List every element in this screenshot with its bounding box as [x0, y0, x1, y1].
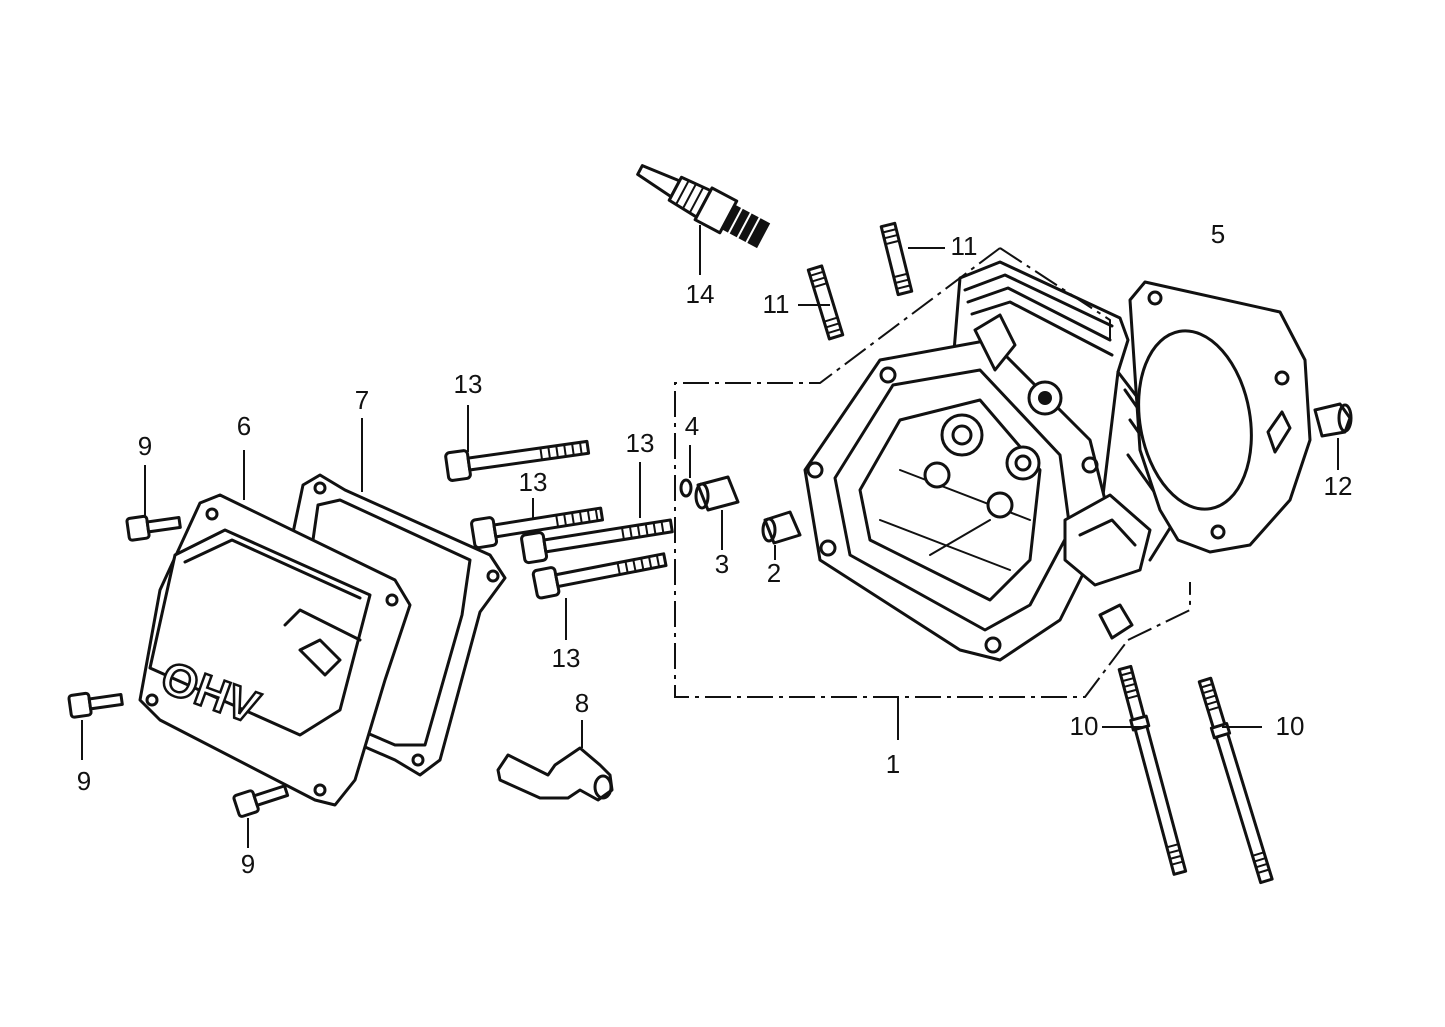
stud-bolt-11-upper [879, 221, 914, 297]
callout-13-a: 13 [454, 369, 483, 399]
flange-bolt-9-b [67, 691, 124, 719]
callout-9-b: 9 [77, 766, 91, 796]
bolt-13-a [444, 439, 591, 482]
callout-13-d: 13 [552, 643, 581, 673]
bolt-13-c [520, 518, 674, 565]
head-gasket [1128, 280, 1312, 554]
dowel-pin-3 [694, 475, 740, 512]
breather-tube [496, 746, 614, 802]
callout-10-right: 10 [1276, 711, 1305, 741]
clip-4 [679, 478, 693, 498]
stud-bolt-11-lower [806, 264, 845, 341]
callout-labels: 1 2 3 4 5 6 7 8 9 9 9 10 10 11 11 12 13 … [77, 219, 1353, 879]
dowel-pin-12 [1313, 402, 1353, 438]
assembly-bracket [674, 247, 1191, 698]
callout-3: 3 [715, 549, 729, 579]
callout-11-lower: 11 [763, 289, 790, 319]
dowel-pin-2 [761, 510, 802, 545]
bolt-13-b [470, 506, 605, 550]
spark-plug [636, 164, 771, 249]
long-stud-10-left [1117, 664, 1188, 876]
callout-6: 6 [237, 411, 251, 441]
callout-14: 14 [686, 279, 715, 309]
flange-bolt-9-c [232, 784, 290, 818]
cylinder-head-assembly [803, 260, 1177, 662]
bolt-13-d [531, 552, 668, 600]
callout-11-upper: 11 [951, 231, 978, 261]
callout-4: 4 [685, 411, 699, 441]
callout-5: 5 [1211, 219, 1225, 249]
head-cover: OHV [138, 493, 412, 807]
long-stud-10-right [1197, 676, 1274, 885]
callout-9-c: 9 [241, 849, 255, 879]
callout-10-left: 10 [1070, 711, 1099, 741]
callout-9-a: 9 [138, 431, 152, 461]
callout-1: 1 [886, 749, 900, 779]
callout-8: 8 [575, 688, 589, 718]
callout-13-b: 13 [519, 467, 548, 497]
callout-2: 2 [767, 558, 781, 588]
flange-bolt-9-a [125, 514, 182, 542]
callout-13-c: 13 [626, 428, 655, 458]
callout-12: 12 [1324, 471, 1353, 501]
callout-7: 7 [355, 385, 369, 415]
